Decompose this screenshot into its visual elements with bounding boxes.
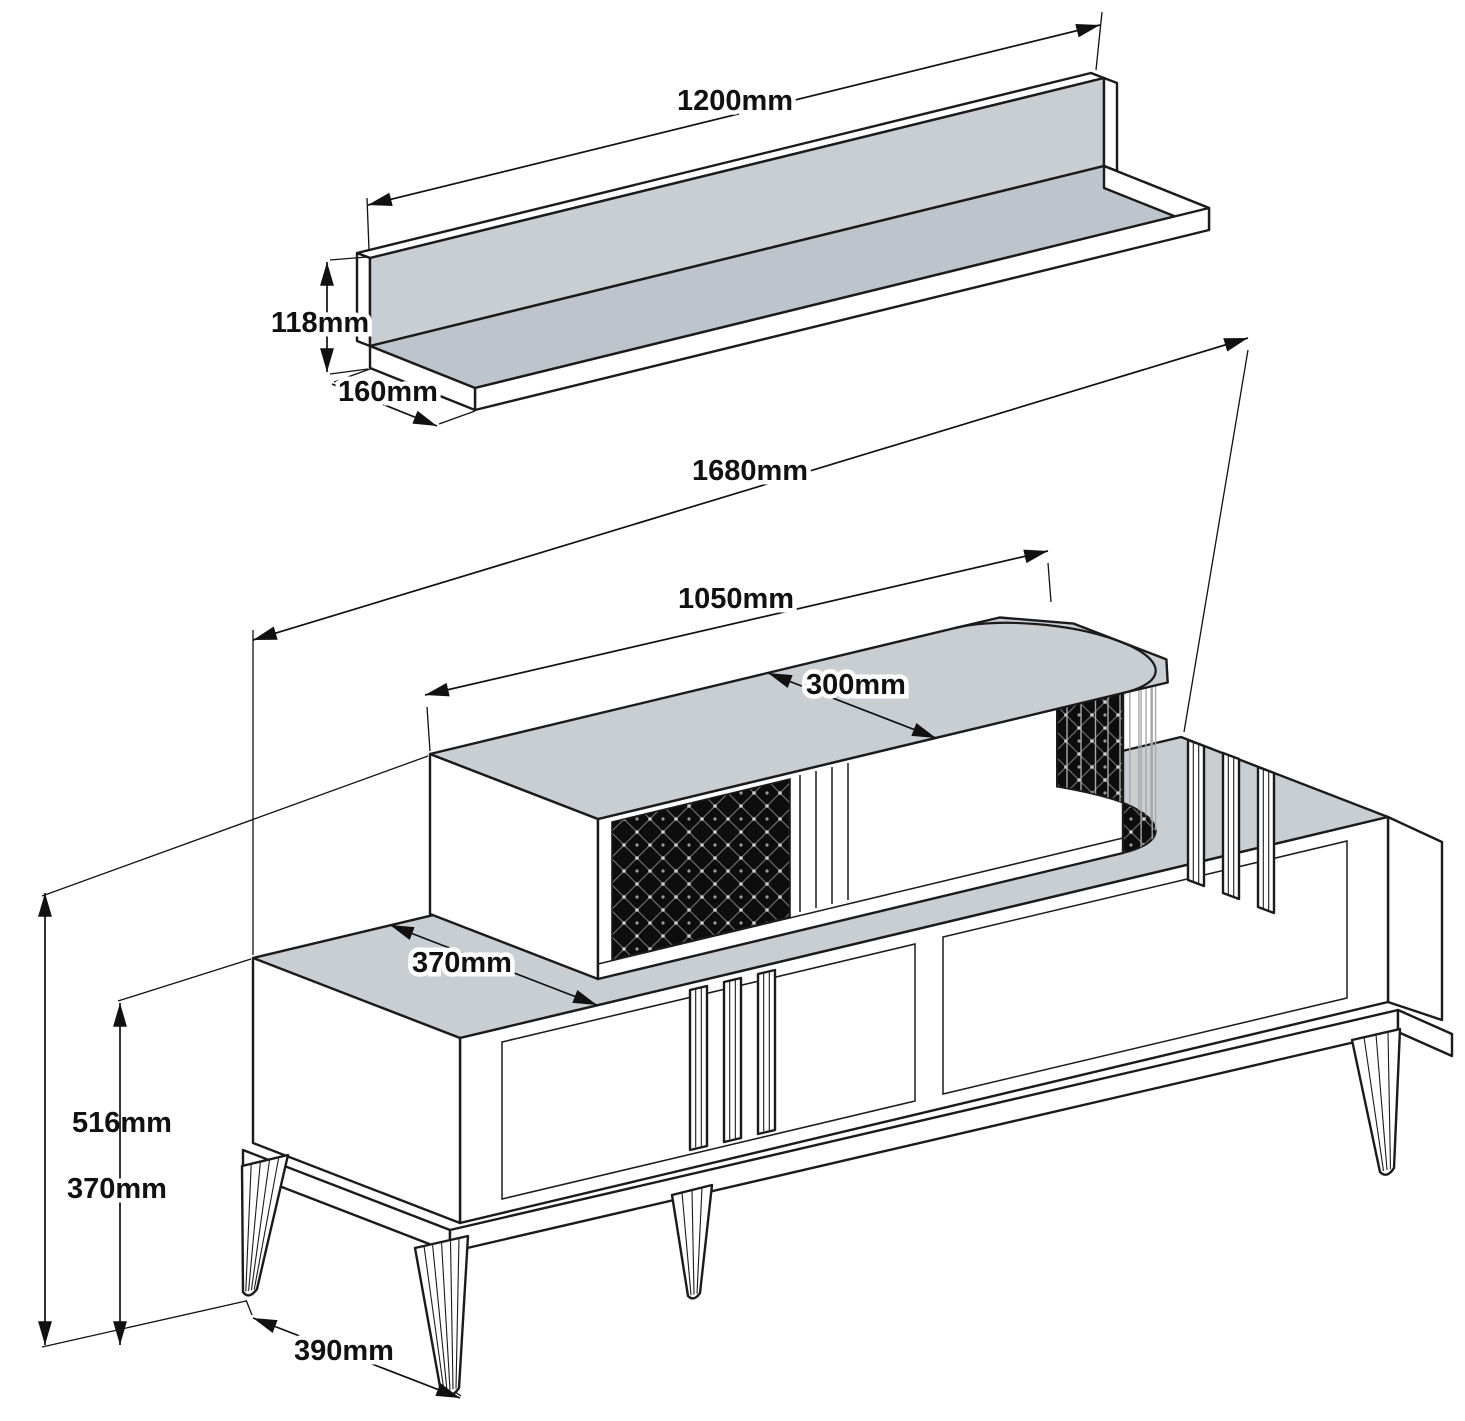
leg-front-left	[413, 1234, 470, 1397]
dim-label-shelf-height: 118mm	[271, 307, 369, 339]
cabinet-door-left	[501, 943, 916, 1200]
dim-label-unit-length: 1680mm	[692, 455, 808, 487]
leg-middle	[670, 1183, 714, 1300]
dim-label-lower-height: 370mm	[67, 1173, 167, 1205]
tv-stand-dimensions: 1680mm 1050mm 300mm 370mm 516mm 370mm	[38, 337, 1249, 1399]
dim-label-base-depth: 390mm	[294, 1335, 394, 1367]
dim-label-upper-length: 1050mm	[678, 583, 794, 615]
dim-label-shelf-length: 1200mm	[677, 85, 793, 117]
cabinet-right-end	[1386, 815, 1444, 1022]
tier-front-slats	[799, 763, 849, 912]
base-right-end	[1396, 1008, 1454, 1058]
right-slat-group	[1186, 738, 1276, 915]
front-slat-group	[688, 968, 777, 1152]
cabinet-door-right	[942, 840, 1348, 1095]
tv-stand: 1680mm 1050mm 300mm 370mm 516mm 370mm	[38, 337, 1454, 1399]
leg-back-left	[240, 1153, 290, 1297]
dim-label-shelf-depth: 160mm	[338, 376, 438, 408]
dim-label-upper-depth: 300mm	[806, 669, 906, 701]
shelf-back-right-end	[1102, 76, 1119, 173]
cabinet-left-end	[251, 956, 462, 1225]
wall-shelf	[355, 71, 1211, 412]
dim-label-total-height: 516mm	[72, 1107, 172, 1139]
tier-front-quilted-panel	[611, 777, 791, 962]
dim-label-top-depth: 370mm	[412, 947, 512, 979]
leg-front-right	[1350, 1027, 1402, 1176]
